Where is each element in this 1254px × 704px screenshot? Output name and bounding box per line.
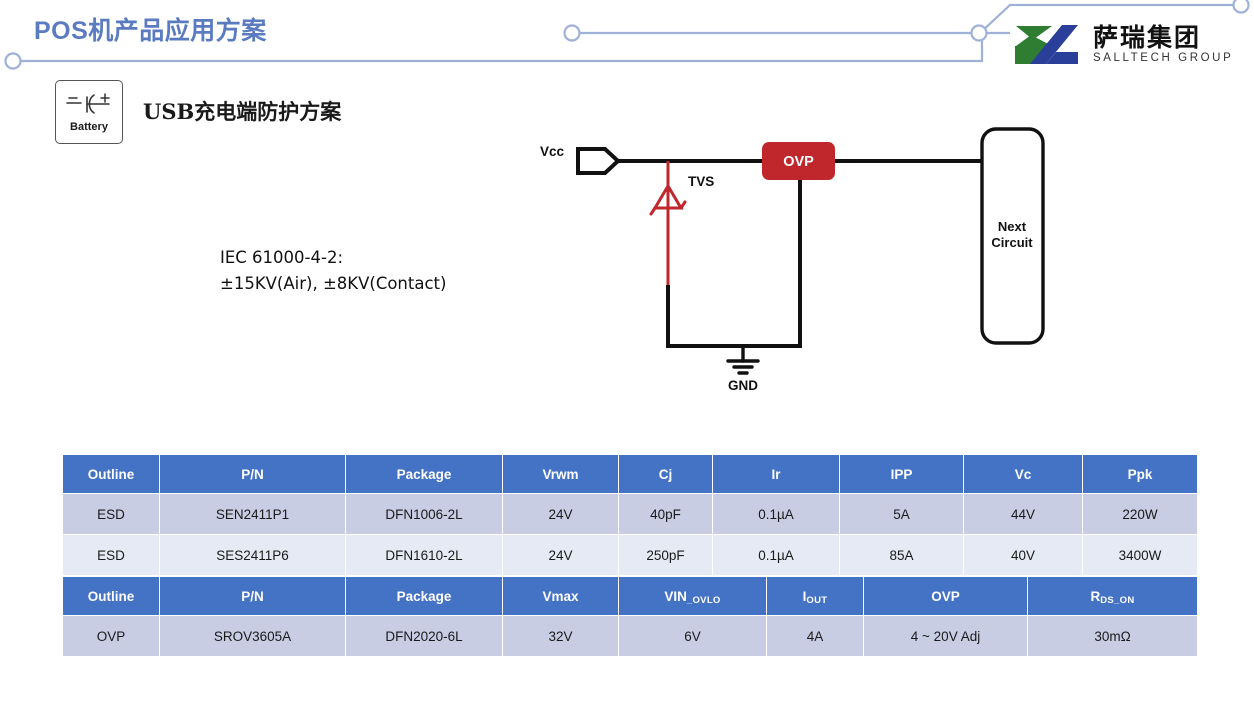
- cell-pn: SEN2411P1: [159, 493, 346, 535]
- col-header-ovp: OVP: [863, 577, 1028, 616]
- col-header-ipp: IPP: [839, 455, 964, 494]
- col-header-iout: IOUT: [766, 577, 864, 616]
- cell-ovp: 4 ~ 20V Adj: [863, 615, 1028, 657]
- col-header-vin-main: VIN: [664, 588, 687, 604]
- table-header-row: Outline P/N Package Vmax VIN_OVLO IOUT O…: [62, 577, 1198, 616]
- col-header-pn: P/N: [159, 455, 346, 494]
- col-header-ppk: Ppk: [1082, 455, 1198, 494]
- col-header-vin-sub: _OVLO: [686, 594, 721, 606]
- cell-vmax: 32V: [502, 615, 619, 657]
- circuit-diagram: Vcc TVS GND OVP Next Ci: [540, 127, 1045, 393]
- cell-ppk: 3400W: [1082, 534, 1198, 576]
- salltech-logo-icon: [1015, 25, 1078, 64]
- next-circuit-label-1: Next: [998, 219, 1027, 234]
- esd-spec-table: Outline P/N Package Vrwm Cj Ir IPP Vc Pp…: [62, 455, 1198, 576]
- cell-pn: SES2411P6: [159, 534, 346, 576]
- logo-text-en: SALLTECH GROUP: [1093, 52, 1234, 65]
- cell-ipp: 5A: [839, 493, 964, 535]
- col-header-cj: Cj: [618, 455, 713, 494]
- cell-vc: 44V: [963, 493, 1083, 535]
- table-row: ESD SES2411P6 DFN1610-2L 24V 250pF 0.1µA…: [62, 534, 1198, 576]
- cell-ir: 0.1µA: [712, 534, 840, 576]
- battery-label: Battery: [70, 120, 108, 133]
- cell-cj: 40pF: [618, 493, 713, 535]
- ovp-block: [762, 142, 835, 180]
- col-header-vmax: Vmax: [502, 577, 619, 616]
- cell-outline: ESD: [62, 493, 160, 535]
- col-header-outline: Outline: [62, 577, 160, 616]
- cell-package: DFN2020-6L: [345, 615, 503, 657]
- battery-icon: [66, 92, 110, 114]
- ovp-block-label: OVP: [783, 154, 814, 170]
- cell-outline: ESD: [62, 534, 160, 576]
- tvs-label: TVS: [688, 174, 714, 189]
- cell-vc: 40V: [963, 534, 1083, 576]
- cell-vin-ovlo: 6V: [618, 615, 767, 657]
- logo-text-cn: 萨瑞集团: [1093, 23, 1202, 53]
- cell-pn: SROV3605A: [159, 615, 346, 657]
- gnd-label: GND: [728, 378, 758, 393]
- deco-node-corner: [1232, 0, 1250, 14]
- col-header-vrwm: Vrwm: [502, 455, 619, 494]
- battery-badge: Battery: [55, 80, 123, 144]
- esd-spec-note: IEC 61000-4-2: ±15KV(Air), ±8KV(Contact): [220, 248, 447, 293]
- deco-node-mid: [563, 24, 581, 42]
- next-circuit-label-2: Circuit: [991, 235, 1033, 250]
- col-header-pn: P/N: [159, 577, 346, 616]
- deco-node-right: [970, 24, 988, 42]
- cell-vrwm: 24V: [502, 493, 619, 535]
- cell-ppk: 220W: [1082, 493, 1198, 535]
- col-header-rdson-main: R: [1090, 588, 1101, 604]
- cell-iout: 4A: [766, 615, 864, 657]
- section-subtitle: USB充电端防护方案: [143, 99, 342, 124]
- cell-rdson: 30mΩ: [1027, 615, 1198, 657]
- cell-package: DFN1006-2L: [345, 493, 503, 535]
- col-header-package: Package: [345, 577, 503, 616]
- col-header-rdson: RDS_ON: [1027, 577, 1198, 616]
- col-header-package: Package: [345, 455, 503, 494]
- page-title: POS机产品应用方案: [34, 17, 267, 45]
- cell-ir: 0.1µA: [712, 493, 840, 535]
- col-header-iout-main: I: [802, 588, 807, 604]
- deco-node-left: [4, 52, 22, 70]
- ovp-spec-table: Outline P/N Package Vmax VIN_OVLO IOUT O…: [62, 577, 1198, 657]
- col-header-outline: Outline: [62, 455, 160, 494]
- cell-ipp: 85A: [839, 534, 964, 576]
- col-header-rdson-sub: DS_ON: [1100, 594, 1135, 606]
- col-header-vin-ovlo: VIN_OVLO: [618, 577, 767, 616]
- col-header-iout-sub: OUT: [806, 594, 828, 606]
- next-circuit-block: [980, 127, 1045, 345]
- col-header-ir: Ir: [712, 455, 840, 494]
- company-logo: 萨瑞集团 SALLTECH GROUP: [1012, 18, 1247, 72]
- decorative-connector-line: [4, 0, 1250, 70]
- col-header-vc: Vc: [963, 455, 1083, 494]
- table-header-row: Outline P/N Package Vrwm Cj Ir IPP Vc Pp…: [62, 455, 1198, 494]
- vcc-terminal-icon: [576, 147, 621, 175]
- cell-cj: 250pF: [618, 534, 713, 576]
- vcc-label: Vcc: [540, 144, 565, 159]
- table-row: OVP SROV3605A DFN2020-6L 32V 6V 4A 4 ~ 2…: [62, 615, 1198, 657]
- cell-outline: OVP: [62, 615, 160, 657]
- table-row: ESD SEN2411P1 DFN1006-2L 24V 40pF 0.1µA …: [62, 493, 1198, 535]
- cell-vrwm: 24V: [502, 534, 619, 576]
- cell-package: DFN1610-2L: [345, 534, 503, 576]
